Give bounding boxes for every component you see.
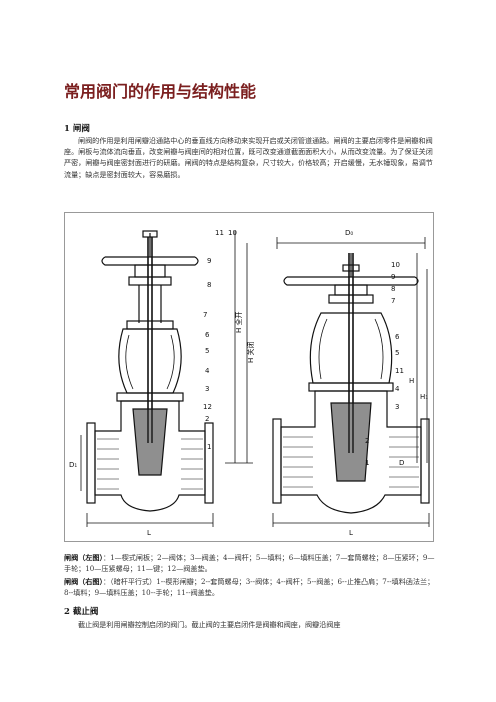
caption-left-valve: 闸阀（左图）：1—楔式闸板；2—阀体；3—阀盖；4—阀杆；5—填料；6—填料压盖… (64, 552, 436, 574)
gate-valve-paragraph: 闸阀的作用是利用闸瓣沿通路中心的垂直线方向移动来实现开启或关闭管道通路。闸阀的主… (64, 136, 433, 179)
gate-valve-drawing: 11 10 9 8 7 6 5 4 3 12 2 1 L D₁ H 全开 H 关… (69, 229, 430, 537)
left-valve-diagram (80, 230, 253, 527)
right-label-9: 9 (391, 273, 395, 281)
left-label-2: 2 (205, 415, 209, 423)
left-label-9: 9 (207, 257, 211, 265)
left-label-3: 3 (205, 385, 209, 393)
left-label-12: 12 (203, 403, 212, 411)
left-label-7: 7 (203, 311, 207, 319)
caption-right-text: ：（暗杆平行式）1--楔形闸瓣；2--套筒螺母；3--阀体；4--阀杆；5--阀… (64, 577, 435, 598)
right-dim-L: L (349, 529, 353, 537)
right-valve-diagram (272, 237, 430, 527)
left-dim-L: L (147, 529, 151, 537)
page-title: 常用阀门的作用与结构性能 (64, 82, 257, 101)
section-heading-gate-valve: 1 闸阀 (64, 124, 90, 134)
right-label-3: 3 (395, 403, 399, 411)
section-heading-globe-valve: 2 截止阀 (64, 607, 99, 617)
left-label-1: 1 (207, 443, 211, 451)
left-label-6: 6 (205, 331, 210, 339)
right-dim-H: H (409, 377, 414, 385)
left-label-8: 8 (207, 281, 211, 289)
left-dim-H-open: H 全开 (234, 312, 243, 334)
globe-valve-paragraph: 截止阀是利用闸瓣控制启闭的阀门。截止阀的主要启闭件是阀瓣和阀座，阀瓣沿阀座 (78, 620, 341, 629)
right-dim-D0: D₀ (345, 229, 353, 237)
left-label-11: 11 (215, 229, 224, 237)
right-label-11: 11 (395, 367, 404, 375)
right-label-4: 4 (395, 385, 400, 393)
right-label-6: 6 (395, 333, 400, 341)
right-dim-D: D (399, 459, 404, 467)
left-dim-D1: D₁ (69, 461, 77, 469)
left-label-4: 4 (205, 367, 210, 375)
caption-right-label: 闸阀（右图） (64, 577, 104, 586)
right-label-2: 2 (365, 437, 369, 445)
left-label-10: 10 (228, 229, 237, 237)
right-label-5: 5 (395, 349, 399, 357)
caption-left-label: 闸阀（左图） (64, 553, 104, 562)
right-label-7: 7 (391, 297, 395, 305)
caption-left-text: ：1—楔式闸板；2—阀体；3—阀盖；4—阀杆；5—填料；6—填料压盖；7—套筒螺… (64, 553, 435, 574)
caption-right-valve: 闸阀（右图）：（暗杆平行式）1--楔形闸瓣；2--套筒螺母；3--阀体；4--阀… (64, 576, 436, 598)
left-label-5: 5 (205, 347, 209, 355)
right-label-10: 10 (391, 261, 400, 269)
right-label-1: 1 (365, 459, 369, 467)
right-dim-H1: H₁ (420, 393, 428, 401)
gate-valve-figure: 11 10 9 8 7 6 5 4 3 12 2 1 L D₁ H 全开 H 关… (64, 212, 434, 542)
right-label-8: 8 (391, 285, 395, 293)
left-dim-H-close: H 关闭 (246, 342, 255, 364)
